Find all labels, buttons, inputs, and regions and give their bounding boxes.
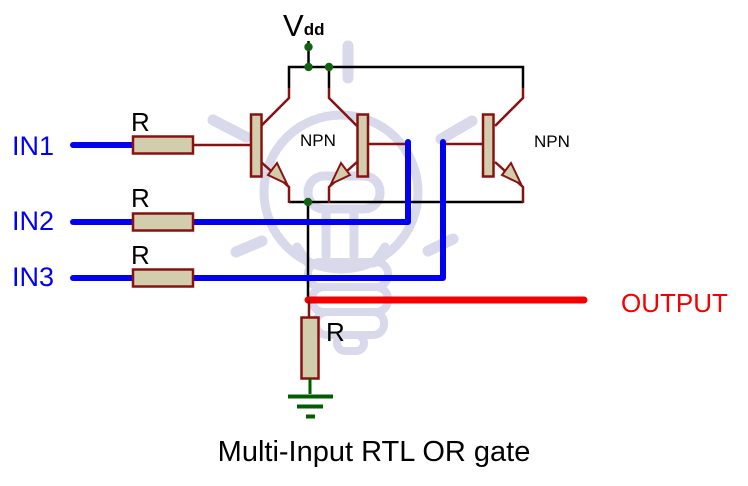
transistor-label-2: NPN <box>534 132 570 151</box>
input-label-in1: IN1 <box>12 131 55 161</box>
transistor-t3 <box>446 88 525 203</box>
resistor-label-3: R <box>131 240 150 270</box>
vdd-main-text: V <box>283 8 304 43</box>
output-label: OUTPUT <box>621 288 728 318</box>
resistor-out <box>300 316 320 380</box>
vdd-rail-wire <box>287 65 525 88</box>
junction-dot-rail-2 <box>324 62 334 72</box>
resistor-in2 <box>131 212 195 232</box>
vdd-sub-text: dd <box>303 20 325 39</box>
t2-emitter-arrow-icon <box>328 161 352 187</box>
resistor-in3 <box>131 268 195 288</box>
ground-symbol <box>288 378 333 419</box>
resistor-in1 <box>131 135 195 155</box>
t1-emitter-arrow-icon <box>266 161 290 187</box>
in3-wire <box>70 139 446 281</box>
transistor-label-1: NPN <box>300 131 336 150</box>
transistor-t1 <box>193 88 291 203</box>
junction-dot-vdd <box>304 42 313 52</box>
junction-dot-emitter <box>303 197 313 207</box>
junction-dot-rail-1 <box>304 62 313 72</box>
resistor-label-4: R <box>326 317 345 347</box>
input-label-in3: IN3 <box>12 262 55 292</box>
resistor-label-1: R <box>131 107 150 137</box>
diagram-title: Multi-Input RTL OR gate <box>217 436 531 468</box>
t3-emitter-arrow-icon <box>500 161 524 187</box>
resistor-label-2: R <box>131 183 150 213</box>
transistor-t2 <box>327 88 405 203</box>
input-label-in2: IN2 <box>12 206 55 236</box>
vdd-label: V dd <box>283 10 324 41</box>
